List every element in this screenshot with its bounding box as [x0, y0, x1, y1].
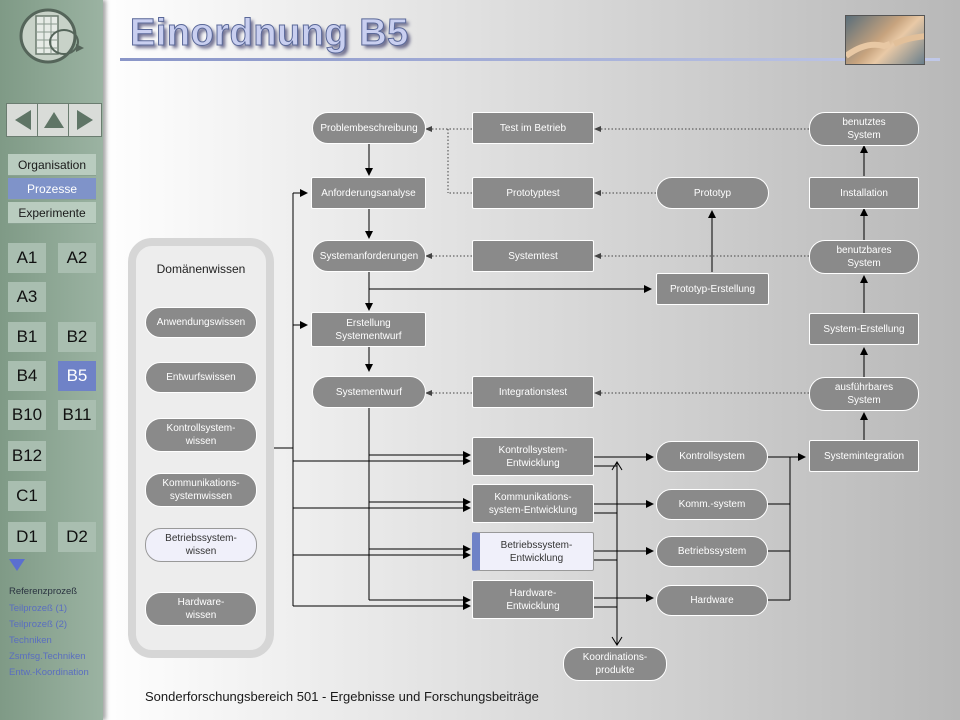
arrow-left-icon	[15, 110, 31, 130]
node-anwendungswissen: Anwendungswissen	[145, 307, 257, 338]
node-erstellung-systementwurf: Erstellung Systementwurf	[311, 312, 426, 347]
node-kommunikationswissen: Kommunikations- systemwissen	[145, 473, 257, 507]
node-installation: Installation	[809, 177, 919, 209]
node-anforderungsanalyse: Anforderungsanalyse	[311, 177, 426, 209]
arrow-right-icon	[77, 110, 93, 130]
nav-a3[interactable]: A3	[8, 282, 46, 312]
domain-title: Domänenwissen	[156, 262, 246, 276]
title-underline	[120, 58, 940, 61]
link-teilprozess-1[interactable]: Teilprozeß (1)	[9, 603, 68, 614]
nav-c1[interactable]: C1	[8, 481, 46, 511]
link-techniken[interactable]: Techniken	[9, 635, 52, 646]
nav-b2[interactable]: B2	[58, 322, 96, 352]
nav-b12[interactable]: B12	[8, 441, 46, 471]
node-prototyp: Prototyp	[656, 177, 769, 209]
node-hardwarewissen: Hardware- wissen	[145, 592, 257, 626]
footer-text: Sonderforschungsbereich 501 - Ergebnisse…	[145, 689, 539, 704]
nav-b5[interactable]: B5	[58, 361, 96, 391]
node-integrationstest: Integrationstest	[472, 376, 594, 408]
nav-b4[interactable]: B4	[8, 361, 46, 391]
node-prototyptest: Prototyptest	[472, 177, 594, 209]
node-koordinationsprodukte: Koordinations- produkte	[563, 647, 667, 681]
arrow-down-icon[interactable]	[8, 558, 26, 577]
node-kontrollsystem-entwicklung: Kontrollsystem- Entwicklung	[472, 437, 594, 476]
node-test-im-betrieb: Test im Betrieb	[472, 112, 594, 144]
node-systemtest: Systemtest	[472, 240, 594, 272]
menu-experimente[interactable]: Experimente	[8, 202, 96, 224]
node-hardware: Hardware	[656, 585, 768, 616]
node-kontrollsystem: Kontrollsystem	[656, 441, 768, 472]
node-kommunikationssystem-entwicklung: Kommunikations- system-Entwicklung	[472, 484, 594, 523]
nav-b10[interactable]: B10	[8, 400, 46, 430]
nav-b1[interactable]: B1	[8, 322, 46, 352]
menu-organisation[interactable]: Organisation	[8, 154, 96, 176]
prev-button[interactable]	[6, 103, 40, 137]
node-problembeschreibung: Problembeschreibung	[312, 112, 426, 144]
nav-a2[interactable]: A2	[58, 243, 96, 273]
node-benutztes-system: benutztes System	[809, 112, 919, 146]
node-betriebssystemwissen: Betriebssystem- wissen	[145, 528, 257, 562]
link-teilprozess-2[interactable]: Teilprozeß (2)	[9, 619, 68, 630]
nav-d1[interactable]: D1	[8, 522, 46, 552]
page-title: Einordnung B5	[130, 12, 409, 55]
node-systemanforderungen: Systemanforderungen	[312, 240, 426, 272]
node-entwurfswissen: Entwurfswissen	[145, 362, 257, 393]
nav-a1[interactable]: A1	[8, 243, 46, 273]
node-hardware-entwicklung: Hardware- Entwicklung	[472, 580, 594, 619]
node-prototyp-erstellung: Prototyp-Erstellung	[656, 273, 769, 305]
up-button[interactable]	[37, 103, 71, 137]
next-button[interactable]	[68, 103, 102, 137]
menu-prozesse[interactable]: Prozesse	[8, 178, 96, 200]
node-betriebssystem: Betriebssystem	[656, 536, 768, 567]
nav-b11[interactable]: B11	[58, 400, 96, 430]
node-betriebssystem-entwicklung: Betriebssystem- Entwicklung	[472, 532, 594, 571]
logo-icon[interactable]	[14, 6, 86, 68]
header-image	[845, 15, 925, 65]
node-system-erstellung: System-Erstellung	[809, 313, 919, 345]
node-kontrollsystemwissen: Kontrollsystem- wissen	[145, 418, 257, 452]
node-komm-system: Komm.-system	[656, 489, 768, 520]
arrow-up-icon	[44, 112, 64, 128]
nav-d2[interactable]: D2	[58, 522, 96, 552]
node-systemintegration: Systemintegration	[809, 440, 919, 472]
node-ausfuehrbares-system: ausführbares System	[809, 377, 919, 411]
link-zsmfsg-techniken[interactable]: Zsmfsg.Techniken	[9, 651, 86, 662]
sidebar: Organisation Prozesse Experimente A1 A2 …	[0, 0, 103, 720]
node-benutzbares-system: benutzbares System	[809, 240, 919, 274]
link-entw-koordination[interactable]: Entw.-Koordination	[9, 667, 89, 678]
link-referenzprozess[interactable]: Referenzprozeß	[9, 586, 78, 597]
node-systementwurf: Systementwurf	[312, 376, 426, 408]
